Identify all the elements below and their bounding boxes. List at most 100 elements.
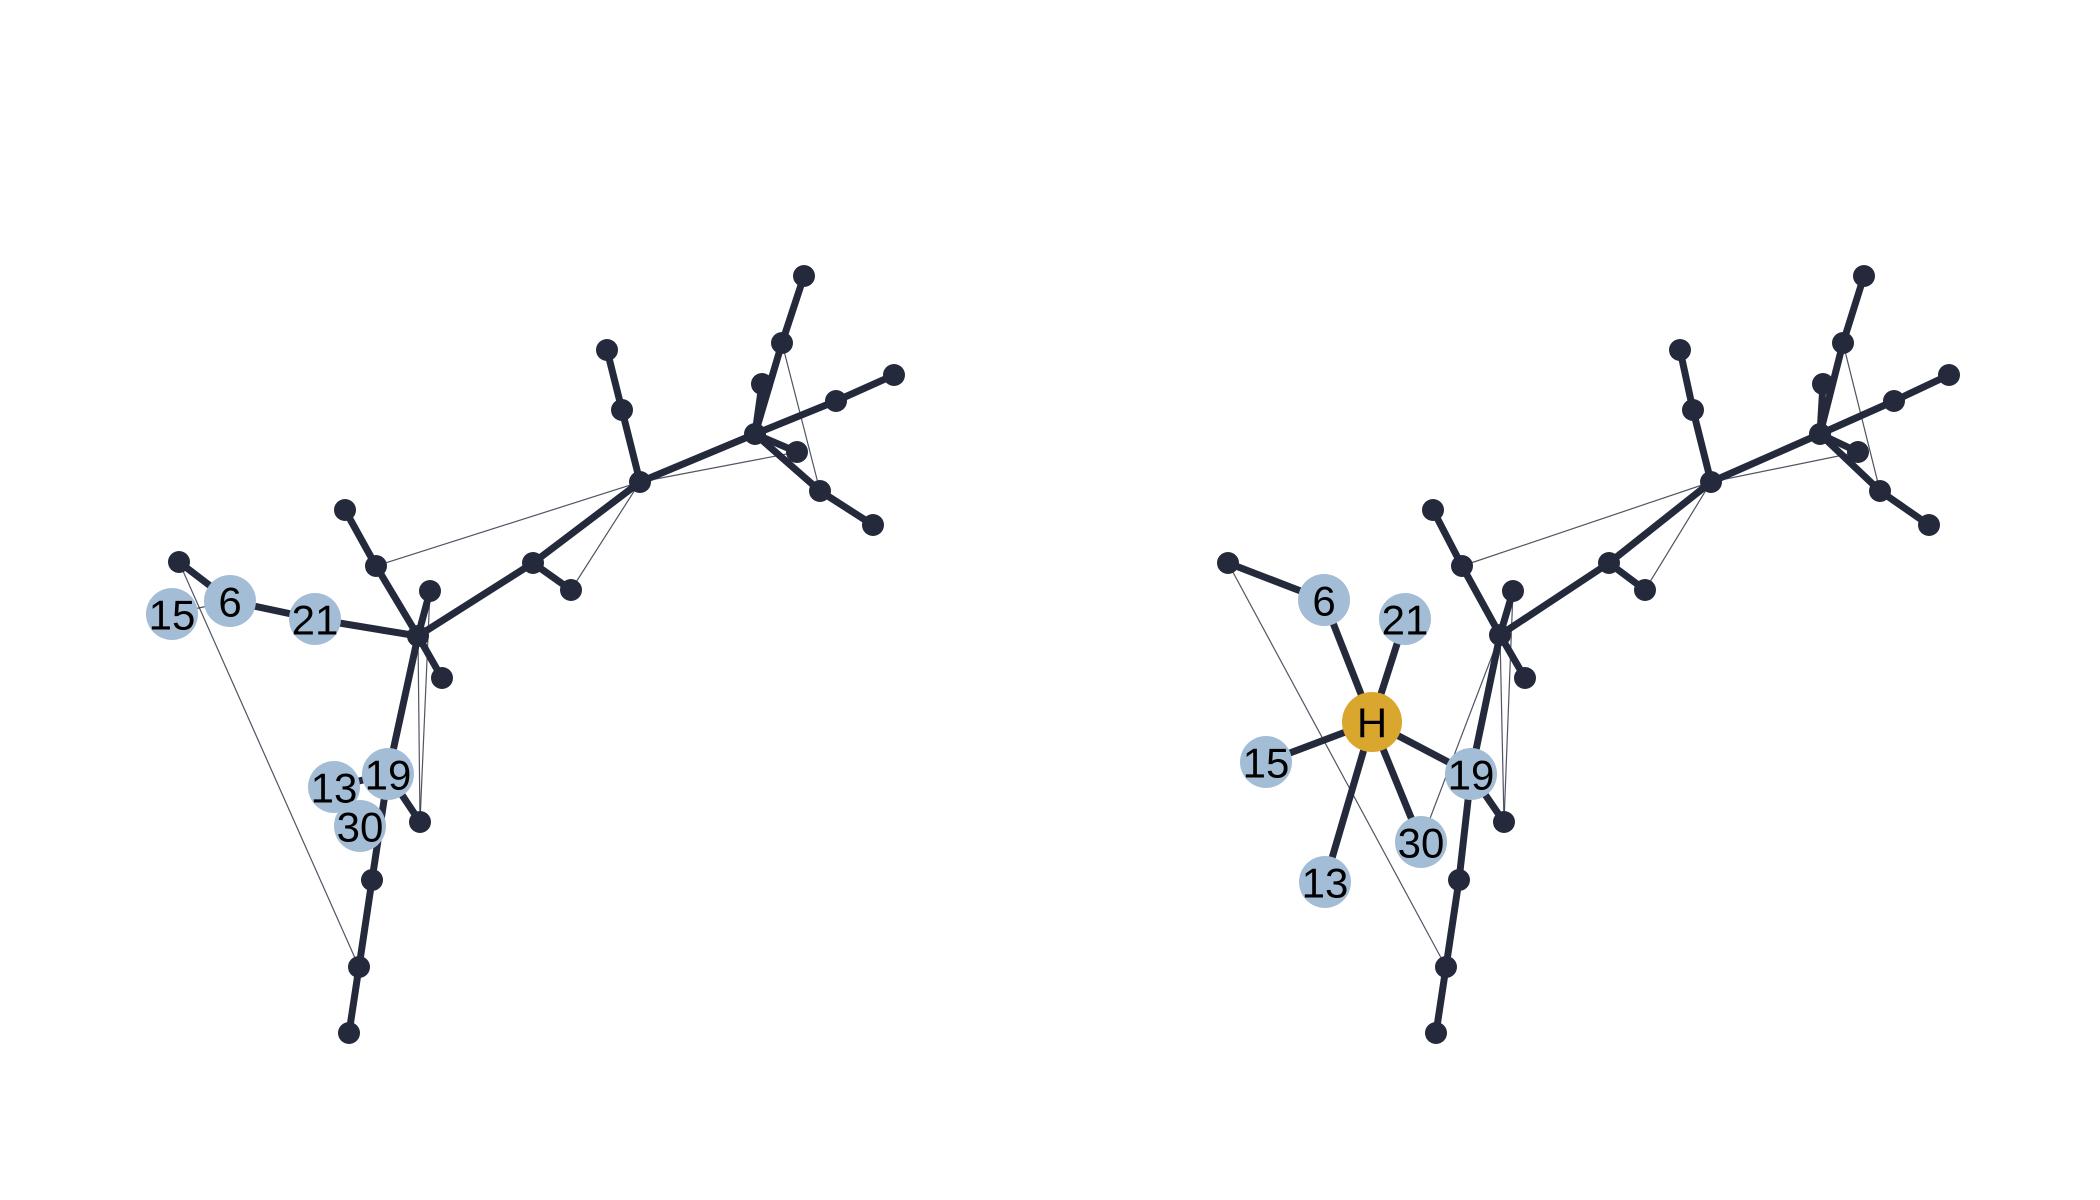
- node-circle: [786, 441, 808, 463]
- highlight-node-circle: [1299, 856, 1351, 908]
- edge: [372, 562, 422, 640]
- node-circle: [1812, 373, 1834, 395]
- node-circle: [1869, 480, 1891, 502]
- node: [1634, 579, 1656, 601]
- node: [809, 480, 831, 502]
- edge: [1839, 272, 1868, 347]
- node-circle: [522, 552, 544, 574]
- node-circle: [883, 364, 905, 386]
- thin-edge: [1461, 481, 1712, 567]
- node: [365, 555, 387, 577]
- node-6: 6: [1298, 574, 1350, 626]
- node-circle: [168, 551, 190, 573]
- node-circle: [1634, 579, 1656, 601]
- node-circle: [744, 423, 766, 445]
- edge: [636, 430, 759, 486]
- node: [629, 471, 651, 493]
- node: [1938, 364, 1960, 386]
- node: [611, 399, 633, 421]
- node-circle: [1451, 555, 1473, 577]
- node-30: 30: [1395, 816, 1447, 868]
- node-21: 21: [289, 593, 341, 645]
- node: [338, 1022, 360, 1044]
- node-circle: [431, 667, 453, 689]
- edge: [1496, 559, 1613, 639]
- node-circle: [1883, 390, 1905, 412]
- node: [825, 390, 847, 412]
- node-circle: [1422, 499, 1444, 521]
- highlight-node-circle: [1298, 574, 1350, 626]
- node-circle: [629, 471, 651, 493]
- node-circle: [1435, 956, 1457, 978]
- node-label: 21: [292, 597, 339, 644]
- node: [1493, 811, 1515, 833]
- node: [1598, 552, 1620, 574]
- edge: [618, 406, 644, 486]
- node-21: 21: [1379, 593, 1431, 645]
- node-15: 15: [1240, 736, 1292, 788]
- highlight-node-circle: [1240, 736, 1292, 788]
- node: [1435, 956, 1457, 978]
- node-circle: [361, 869, 383, 891]
- edge: [1442, 876, 1463, 971]
- node-circle: [409, 811, 431, 833]
- node: [334, 499, 356, 521]
- node-circle: [560, 579, 582, 601]
- node-label: 15: [149, 592, 196, 639]
- node: [1448, 869, 1470, 891]
- node: [1869, 480, 1891, 502]
- node-circle: [1217, 552, 1239, 574]
- thin-edge: [1499, 634, 1505, 823]
- node: [1425, 1022, 1447, 1044]
- node: [407, 625, 429, 647]
- node: [793, 265, 815, 287]
- node: [744, 423, 766, 445]
- edge: [355, 876, 376, 971]
- node: [1514, 667, 1536, 689]
- thin-edge: [417, 635, 421, 823]
- node-13: 13: [1299, 856, 1351, 908]
- node-circle: [596, 339, 618, 361]
- node: [1669, 339, 1691, 361]
- thin-edge: [1644, 481, 1712, 591]
- node-15: 15: [146, 588, 198, 640]
- node-label: 15: [1243, 740, 1290, 787]
- node: [348, 956, 370, 978]
- node-circle: [365, 555, 387, 577]
- highlight-node-circle: [1445, 748, 1497, 800]
- node-circle: [1682, 399, 1704, 421]
- node-label: 13: [1302, 860, 1349, 907]
- node-label: 21: [1382, 597, 1429, 644]
- node: [1700, 471, 1722, 493]
- node-circle: [1502, 580, 1524, 602]
- node-circle: [1832, 332, 1854, 354]
- node-19: 19: [362, 748, 414, 800]
- node: [751, 373, 773, 395]
- node-label: 30: [1398, 820, 1445, 867]
- node: [771, 332, 793, 354]
- node-circle: [825, 390, 847, 412]
- node: [1812, 373, 1834, 395]
- edge: [751, 397, 840, 438]
- highlight-node-circle: [334, 800, 386, 852]
- thin-edge: [1710, 451, 1859, 483]
- edge: [1689, 406, 1715, 486]
- node: [522, 552, 544, 574]
- node-circle: [1448, 869, 1470, 891]
- edge: [1605, 478, 1715, 567]
- highlight-node-circle: [1379, 593, 1431, 645]
- node: [1422, 499, 1444, 521]
- node-circle: [1700, 471, 1722, 493]
- node-circle: [1853, 265, 1875, 287]
- node: [1809, 423, 1831, 445]
- node: [786, 441, 808, 463]
- node-circle: [751, 373, 773, 395]
- highlight-node-circle: [146, 588, 198, 640]
- node: [1918, 514, 1940, 536]
- node: [1489, 624, 1511, 646]
- node: [419, 580, 441, 602]
- edge: [1432, 963, 1450, 1037]
- hub-node-circle: [1342, 692, 1402, 752]
